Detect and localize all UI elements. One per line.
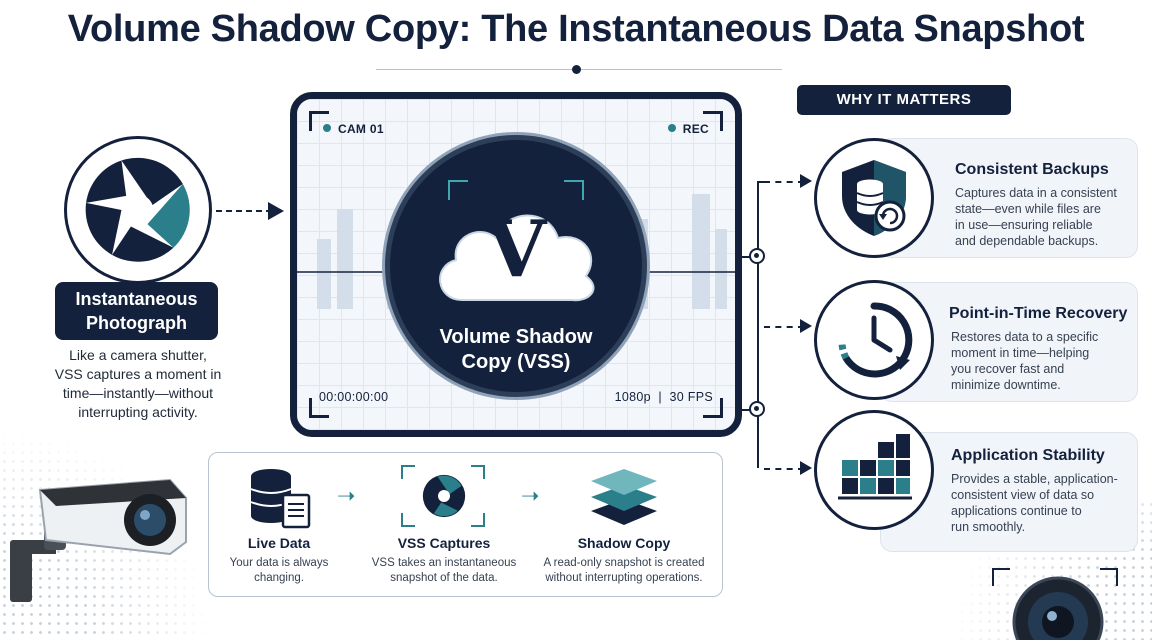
- skyline-building: [337, 209, 353, 309]
- card-desc-line: you recover fast and: [951, 362, 1065, 376]
- process-flow-box: Live Data Your data is always changing. …: [208, 452, 723, 597]
- layers-icon: [591, 469, 657, 525]
- focus-bracket: [471, 513, 485, 527]
- frame-corner-bracket: [309, 398, 329, 418]
- left-description: Like a camera shutter, VSS captures a mo…: [40, 346, 236, 422]
- frame-corner-bracket: [703, 111, 723, 131]
- left-desc-line: Like a camera shutter,: [69, 347, 207, 363]
- card-title: Application Stability: [951, 447, 1105, 464]
- focus-bracket: [401, 513, 415, 527]
- process-arrow-icon: ➝: [337, 483, 356, 508]
- lens-bracket: [1100, 568, 1118, 586]
- branch-stub: [757, 181, 765, 183]
- timecode: 00:00:00:00: [319, 390, 389, 404]
- step-title-vss-captures: VSS Captures: [397, 535, 491, 551]
- arrowhead-icon: [268, 202, 284, 220]
- title-underline-dot: [572, 65, 581, 74]
- step-desc-line: snapshot of the data.: [390, 572, 498, 584]
- skyline-building: [692, 194, 710, 309]
- card-title: Point-in-Time Recovery: [949, 305, 1128, 322]
- card-desc-line: state—even while files are: [955, 202, 1101, 216]
- card-desc-line: and dependable backups.: [955, 234, 1099, 248]
- vss-lens-circle: V: [385, 135, 647, 397]
- step-desc-live-data: Your data is always changing.: [214, 556, 344, 586]
- database-shield-icon: [814, 138, 934, 258]
- arrowhead-icon: [800, 174, 812, 188]
- arrowhead-icon: [800, 319, 812, 333]
- focus-bracket: [401, 465, 415, 479]
- camera-viewfinder-frame: CAM 01 REC 00:00:00:00 1080p | 30 FPS V …: [290, 92, 742, 437]
- card-desc-line: moment in time—helping: [951, 346, 1090, 360]
- connector-node: [749, 248, 765, 264]
- process-arrow-icon: ➝: [521, 483, 540, 508]
- left-desc-line: time—instantly—without: [62, 385, 214, 401]
- shutter-icon: [422, 474, 466, 518]
- step-desc-shadow-copy: A read-only snapshot is created without …: [534, 556, 714, 586]
- card-point-in-time-recovery: Point-in-Time Recovery Restores data to …: [880, 282, 1138, 402]
- connector-spine: [757, 182, 759, 468]
- card-desc-line: Restores data to a specific: [951, 330, 1099, 344]
- vss-logo-letter: V: [485, 204, 547, 295]
- badge-line-1: Instantaneous: [75, 289, 198, 309]
- cam-label-text: CAM 01: [338, 122, 384, 136]
- step-title-live-data: Live Data: [247, 535, 311, 551]
- page-title: Volume Shadow Copy: The Instantaneous Da…: [67, 8, 1085, 50]
- database-document-icon: [250, 469, 311, 529]
- step-desc-line: without interrupting operations.: [545, 572, 703, 584]
- card-desc-line: in use—ensuring reliable: [955, 218, 1093, 232]
- focus-bracket: [448, 180, 468, 200]
- rec-label-text: REC: [682, 122, 709, 136]
- vss-label-line: Copy (VSS): [461, 351, 571, 373]
- step-desc-line: Your data is always: [229, 557, 329, 569]
- card-desc: Restores data to a specific moment in ti…: [951, 329, 1131, 393]
- frame-corner-bracket: [703, 398, 723, 418]
- step-desc-line: A read-only snapshot is created: [543, 557, 705, 569]
- step-desc-vss-captures: VSS takes an instantaneous snapshot of t…: [359, 556, 529, 586]
- camera-lens-icon: [1012, 576, 1104, 640]
- arrowhead-icon: [800, 461, 812, 475]
- cam-indicator-dot: [323, 124, 331, 132]
- connector-node: [749, 401, 765, 417]
- card-title: Consistent Backups: [955, 161, 1109, 178]
- rec-label: REC: [667, 122, 709, 136]
- left-desc-line: VSS captures a moment in: [54, 366, 222, 382]
- vss-label: Volume Shadow Copy (VSS): [297, 325, 735, 375]
- skyline-building: [317, 239, 331, 309]
- video-format: 1080p | 30 FPS: [614, 390, 713, 404]
- left-desc-line: interrupting activity.: [78, 404, 198, 420]
- dashed-branch-arrow: [764, 181, 804, 183]
- lens-bracket: [992, 568, 1010, 586]
- why-it-matters-header: WHY IT MATTERS: [797, 85, 1011, 115]
- badge-line-2: Photograph: [86, 313, 187, 333]
- focus-bracket: [471, 465, 485, 479]
- skyline-building: [715, 229, 727, 309]
- card-desc: Provides a stable, application- consiste…: [951, 471, 1133, 535]
- instantaneous-photograph-badge: Instantaneous Photograph: [55, 282, 218, 340]
- card-desc-line: run smoothly.: [951, 520, 1026, 534]
- card-desc: Captures data in a consistent state—even…: [955, 185, 1135, 249]
- card-desc-line: consistent view of data so: [951, 488, 1095, 502]
- frame-corner-bracket: [309, 111, 329, 131]
- step-desc-line: changing.: [254, 572, 304, 584]
- card-desc-line: minimize downtime.: [951, 378, 1061, 392]
- step-title-shadow-copy: Shadow Copy: [577, 535, 671, 551]
- card-desc-line: Captures data in a consistent: [955, 186, 1117, 200]
- bar-blocks-icon: [814, 410, 934, 530]
- security-camera-icon: [10, 478, 187, 602]
- vss-label-line: Volume Shadow: [439, 326, 593, 348]
- rec-indicator-dot: [667, 124, 676, 132]
- cam-label: CAM 01: [323, 122, 384, 136]
- dashed-branch-arrow: [764, 468, 804, 470]
- dashed-connector-left: [216, 210, 272, 212]
- cloud-icon: [439, 214, 595, 302]
- step-desc-line: VSS takes an instantaneous: [371, 557, 517, 569]
- aperture-icon: [64, 136, 212, 284]
- focus-bracket: [564, 180, 584, 200]
- card-desc-line: applications continue to: [951, 504, 1082, 518]
- clock-icon: [814, 280, 934, 400]
- dashed-branch-arrow: [764, 326, 804, 328]
- card-desc-line: Provides a stable, application-: [951, 472, 1118, 486]
